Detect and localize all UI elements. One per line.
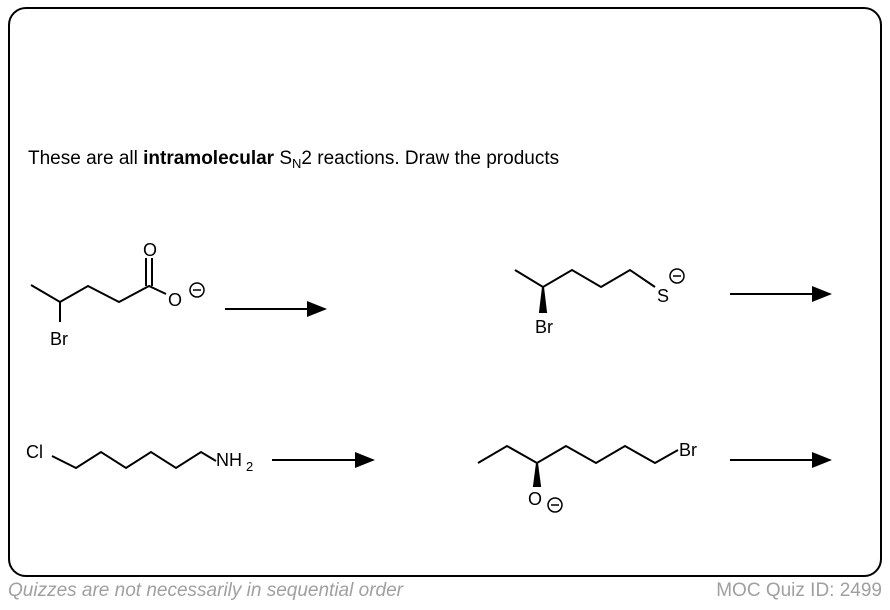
svg-text:NH: NH (216, 450, 242, 470)
negative-charge-icon (669, 268, 685, 284)
molecule-chlorohexylamine: Cl NH 2 (26, 442, 253, 474)
svg-text:O: O (143, 240, 157, 260)
molecule-bromopentanoate: Br O O (30, 240, 205, 349)
question-prompt: These are all intramolecular SN2 reactio… (28, 148, 560, 171)
negative-charge-icon (189, 282, 205, 298)
negative-charge-icon (547, 497, 563, 513)
svg-text:Br: Br (50, 329, 68, 349)
molecule-bromooctanolate: Br O (477, 440, 697, 513)
svg-text:S: S (657, 286, 669, 306)
svg-text:O: O (528, 489, 542, 509)
svg-text:Br: Br (679, 440, 697, 460)
svg-text:Cl: Cl (26, 442, 43, 462)
footer-note: Quizzes are not necessarily in sequentia… (8, 580, 403, 601)
svg-text:O: O (168, 290, 182, 310)
svg-text:2: 2 (246, 459, 253, 474)
quiz-card (8, 7, 882, 577)
svg-text:Br: Br (535, 317, 553, 337)
quiz-id: MOC Quiz ID: 2499 (716, 580, 882, 601)
molecule-bromohexanethiolate: Br S (514, 268, 685, 337)
